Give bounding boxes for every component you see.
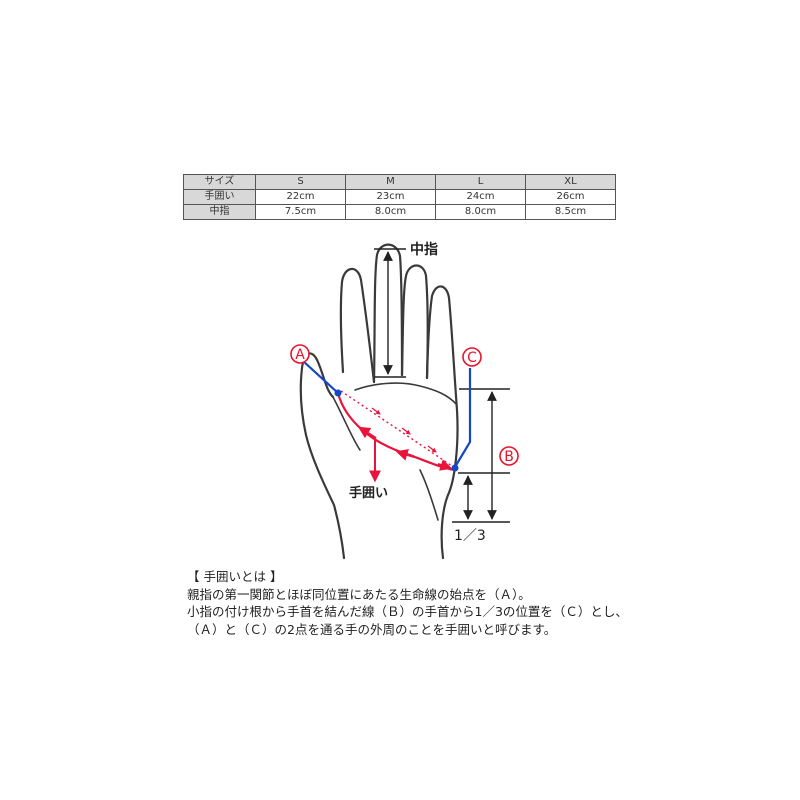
hand-circumference-curve [336, 392, 456, 472]
explanation-line: 親指の第一関節とほぼ同位置にあたる生命線の始点を（Ａ）。 [187, 586, 531, 602]
a-to-c-dotted-line [340, 390, 453, 467]
line-a-blue [302, 360, 339, 394]
size-xl-header: XL [525, 174, 616, 190]
hand-circumference-label: 手囲い [349, 485, 388, 501]
line-c-blue [454, 368, 472, 468]
explanation-line: 小指の付け根から手首を結んだ線（Ｂ）の手首から1／3の位置を（Ｃ）とし、 [187, 604, 628, 619]
svg-text:B: B [504, 449, 514, 465]
palm-creases [354, 382, 457, 521]
table-cell: 8.5cm [525, 204, 616, 220]
svg-text:A: A [295, 347, 305, 363]
ratio-label: 1／3 [454, 528, 486, 544]
hand-outline [299, 243, 459, 560]
curve-arrow-end [437, 459, 453, 471]
point-a [334, 389, 342, 397]
size-s-header: S [255, 174, 346, 190]
svg-text:C: C [467, 350, 477, 366]
middle-finger-label: 中指 [410, 241, 438, 258]
row-label: 手囲い [183, 189, 256, 205]
curve-arrow-lower [395, 449, 415, 461]
explanation-title: 【 手囲いとは 】 [187, 569, 283, 584]
marker-c: C [462, 347, 482, 367]
marker-b: B [499, 446, 519, 466]
marker-a: A [290, 344, 310, 364]
point-c [451, 464, 459, 472]
table-cell: 7.5cm [255, 204, 346, 220]
row-label: 中指 [183, 204, 256, 220]
explanation: 【 手囲いとは 】 親指の第一関節とほぼ同位置にあたる生命線の始点を（Ａ）。 小… [187, 568, 647, 638]
curve-arrow-upper [357, 426, 377, 439]
explanation-line: （Ａ）と（Ｃ）の2点を通る手の外周のことを手囲いと呼びます。 [187, 621, 557, 637]
size-header-cell: サイズ [183, 174, 256, 190]
middle-finger-row: 中指 7.5cm 8.0cm 8.0cm 8.5cm [183, 204, 616, 220]
size-table: サイズ S M L XL 手囲い 22cm 23cm 24cm 26cm 中指 … [183, 174, 616, 220]
